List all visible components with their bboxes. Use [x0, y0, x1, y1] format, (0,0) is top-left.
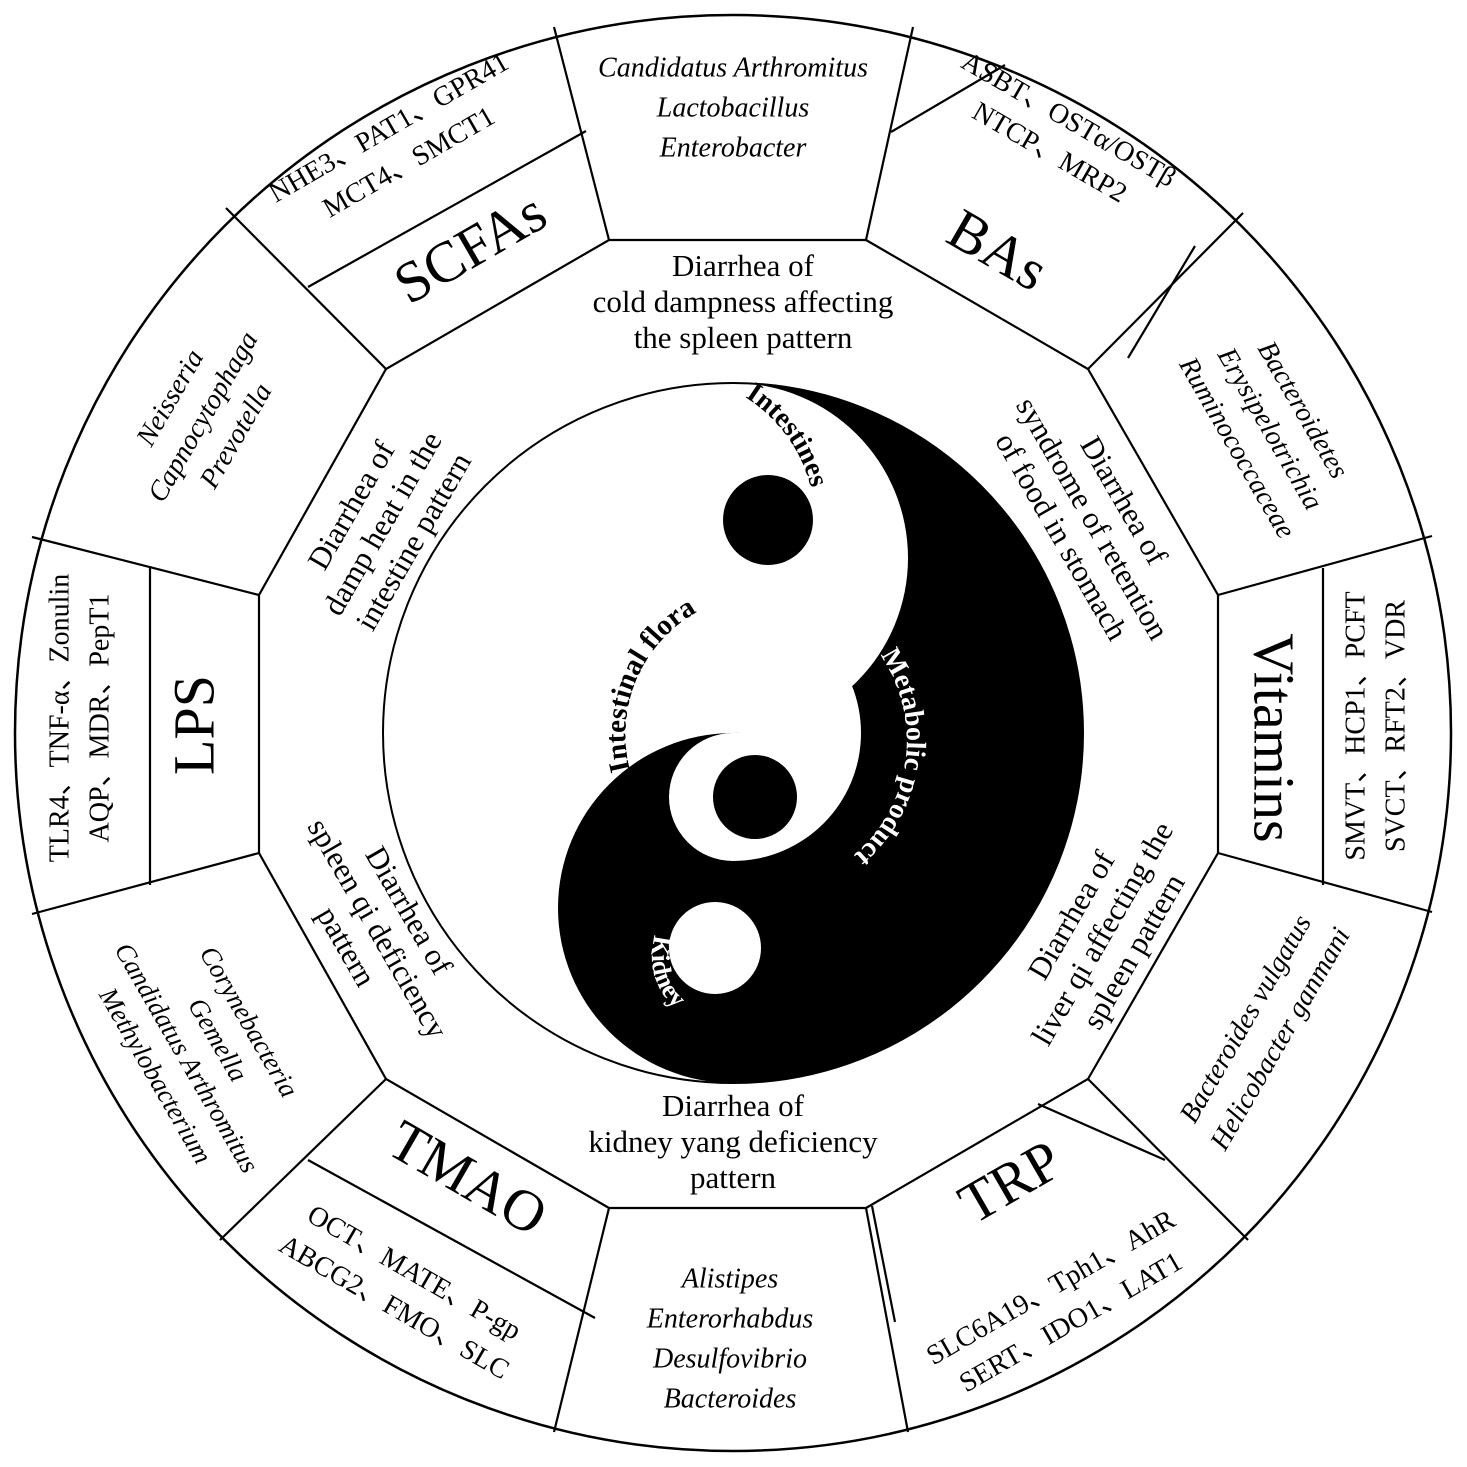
- svg-text:Enterorhabdus: Enterorhabdus: [646, 1303, 814, 1334]
- bacteria-group-top: Candidatus Arthromitus Lactobacillus Ent…: [598, 52, 868, 163]
- svg-text:cold dampness affecting: cold dampness affecting: [593, 284, 894, 319]
- svg-text:pattern: pattern: [690, 1160, 777, 1195]
- svg-text:Desulfovibrio: Desulfovibrio: [652, 1343, 807, 1374]
- svg-text:the spleen pattern: the spleen pattern: [634, 320, 853, 355]
- svg-text:Alistipes: Alistipes: [680, 1263, 779, 1294]
- svg-text:Lactobacillus: Lactobacillus: [656, 92, 810, 123]
- metabolite-dividers: [148, 64, 1325, 1323]
- svg-text:AQP、MDR、PepT1: AQP、MDR、PepT1: [84, 594, 115, 843]
- light-dot: [730, 623, 820, 713]
- svg-text:SMVT、HCP1、PCFT: SMVT、HCP1、PCFT: [1340, 591, 1371, 860]
- pattern-kidney-yang: Diarrhea of kidney yang deficiency patte…: [588, 1088, 878, 1195]
- svg-text:kidney yang deficiency: kidney yang deficiency: [588, 1124, 878, 1159]
- metabolite-lps: LPS: [161, 675, 226, 775]
- kidney-dot: [669, 902, 761, 994]
- svg-text:Diarrhea of: Diarrhea of: [672, 248, 815, 283]
- svg-text:Enterobacter: Enterobacter: [659, 132, 807, 163]
- dark-dot: [713, 755, 797, 839]
- svg-text:Bacteroides: Bacteroides: [664, 1383, 797, 1414]
- bacteria-group-bottom: Alistipes Enterorhabdus Desulfovibrio Ba…: [646, 1263, 814, 1414]
- svg-text:Candidatus Arthromitus: Candidatus Arthromitus: [598, 52, 868, 83]
- svg-text:Diarrhea of: Diarrhea of: [662, 1088, 805, 1123]
- transporters-lps: TLR4、TNF-α、Zonulin AQP、MDR、PepT1: [44, 574, 115, 862]
- pattern-cold-dampness: Diarrhea of cold dampness affecting the …: [593, 248, 894, 355]
- metabolite-vitamins: Vitamins: [1242, 633, 1307, 842]
- intestines-dot: [723, 475, 813, 565]
- svg-text:TLR4、TNF-α、Zonulin: TLR4、TNF-α、Zonulin: [44, 574, 75, 862]
- svg-text:SVCT、RFT2、VDR: SVCT、RFT2、VDR: [1380, 600, 1411, 852]
- transporters-vitamins: SMVT、HCP1、PCFT SVCT、RFT2、VDR: [1340, 591, 1411, 860]
